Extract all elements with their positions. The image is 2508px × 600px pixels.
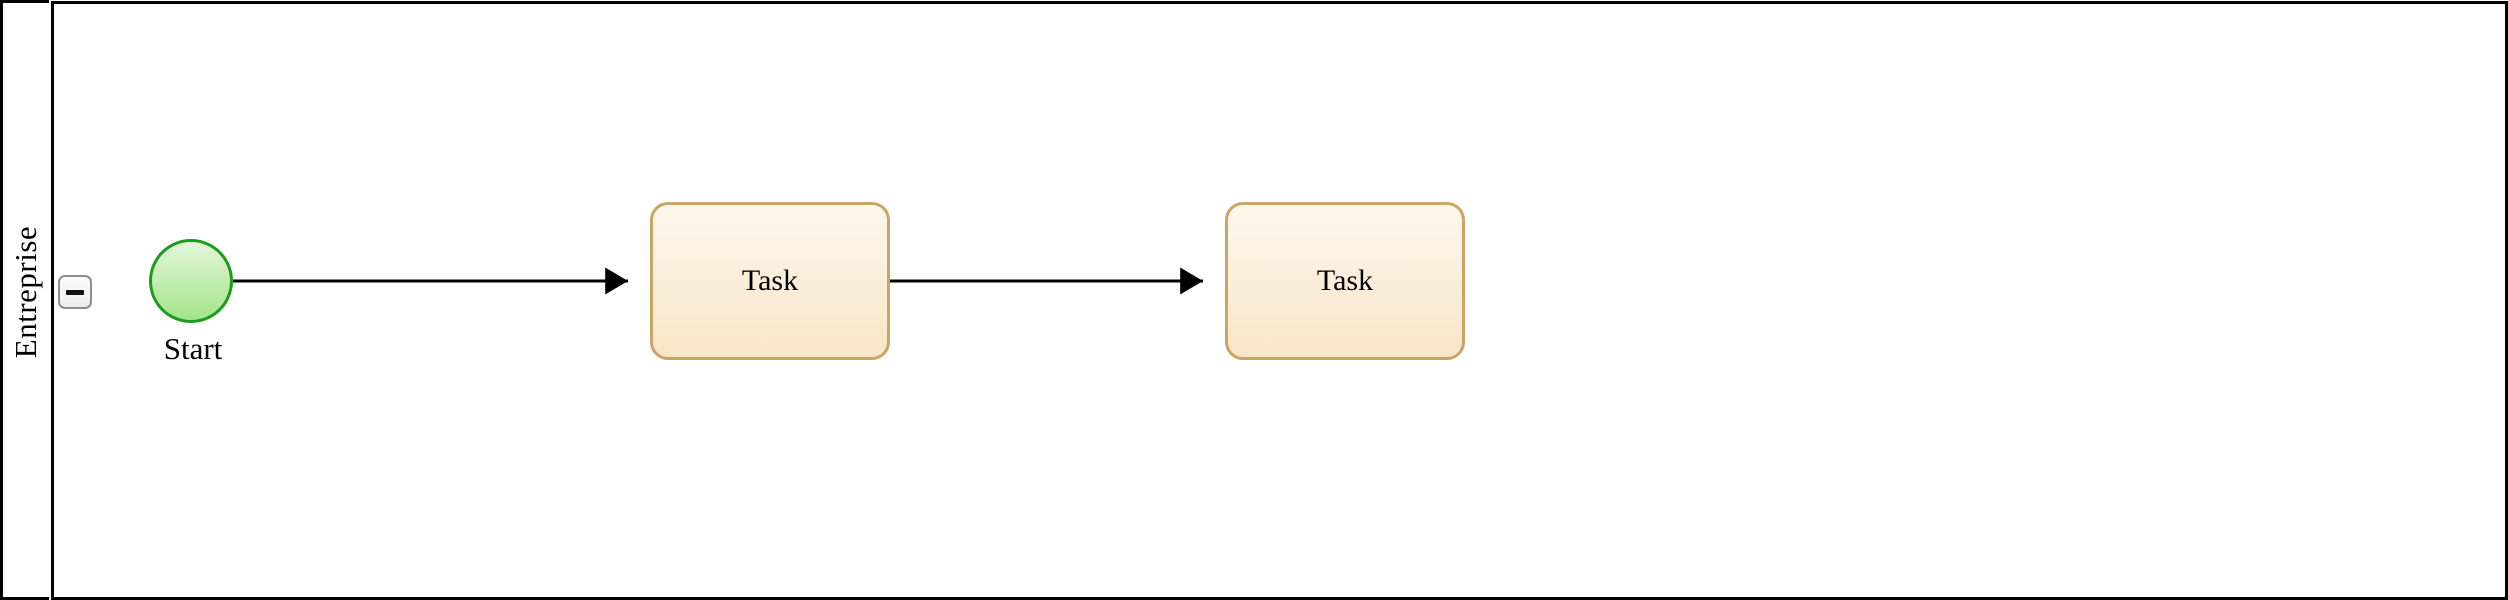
task-2-label: Task (1316, 264, 1374, 297)
task-node-1[interactable]: Task (650, 202, 890, 360)
task-1-label: Task (741, 264, 799, 297)
pool-band-entreprise[interactable]: Entreprise (0, 0, 49, 600)
pool-collapse-button[interactable] (58, 275, 92, 309)
task-node-2[interactable]: Task (1225, 202, 1465, 360)
minus-icon (66, 289, 84, 295)
start-event-label: Start (163, 331, 223, 366)
start-event-node[interactable] (149, 239, 233, 323)
